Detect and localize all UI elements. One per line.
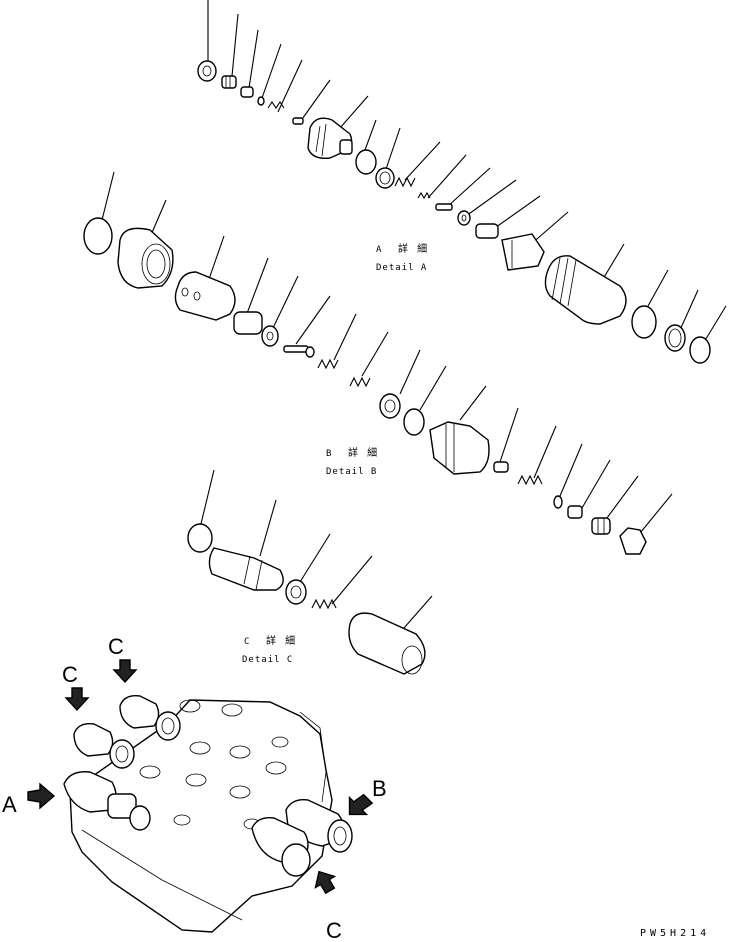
detail-a-leader-lines [99, 0, 727, 345]
detail-a-pin [292, 117, 304, 125]
callout-label-c2: C [62, 662, 78, 687]
detail-a-jp-caption: 詳 細 [398, 242, 430, 255]
detail-c-cap [348, 612, 426, 675]
detail-b-screw [591, 517, 611, 535]
detail-b-label: B 詳 細 Detail B [326, 446, 380, 477]
detail-b-valve-body [429, 421, 490, 475]
callout-arrow-c2 [64, 687, 90, 712]
detail-a-needle [435, 203, 453, 211]
detail-a-o-ring-1 [355, 149, 377, 175]
detail-a-letter: A [376, 245, 382, 255]
drawing-code: PW5H214 [640, 928, 710, 939]
detail-c-spring [311, 598, 337, 610]
detail-b-spring-2 [349, 376, 371, 388]
callout-arrow-a [27, 782, 56, 810]
detail-a-small-spring [267, 101, 285, 109]
control-valve-block [63, 695, 353, 933]
detail-c-label: C 詳 細 Detail C [242, 634, 298, 665]
detail-b-spring-1 [317, 358, 339, 370]
detail-a-assembly [83, 0, 727, 364]
detail-b-pin [283, 345, 315, 358]
callout-label-c3: C [326, 918, 342, 942]
detail-c-jp-caption: 詳 細 [266, 634, 298, 647]
callout-arrow-c3 [314, 870, 337, 895]
detail-b-nut [619, 527, 647, 555]
detail-b-o-ring [403, 408, 425, 436]
detail-b-letter: B [326, 449, 332, 459]
detail-c-leader-lines [199, 469, 433, 629]
detail-a-poppet [501, 233, 545, 271]
detail-b-plug [567, 505, 583, 519]
detail-c-en-caption: Detail C [242, 655, 293, 665]
detail-b-backup-ring [379, 393, 401, 419]
detail-a-o-ring-3 [689, 336, 711, 364]
installed-valve-c3 [251, 817, 311, 877]
detail-c-backup-ring [285, 579, 307, 605]
detail-a-en-caption: Detail A [376, 263, 427, 273]
callout-arrow-b [348, 793, 374, 816]
detail-b-leader-lines [333, 313, 673, 539]
detail-b-en-caption: Detail B [326, 467, 377, 477]
installed-valve-a [63, 771, 151, 831]
detail-a-label: A 詳 細 Detail A [376, 242, 430, 273]
callout-label-b: B [372, 776, 387, 801]
detail-a-nut [197, 60, 217, 82]
detail-b-check-pin [493, 461, 509, 473]
detail-c-letter: C [244, 637, 250, 647]
detail-b-assembly [283, 313, 673, 555]
detail-b-jp-caption: 詳 細 [348, 446, 380, 459]
callout-arrow-c1 [112, 659, 138, 684]
detail-c-spool [208, 547, 284, 591]
detail-a-backup-ring-2 [664, 324, 686, 352]
detail-a-screw [221, 75, 237, 89]
installed-valve-c2 [73, 723, 135, 769]
detail-c-assembly [187, 469, 433, 675]
detail-a-spool-housing [174, 271, 236, 321]
detail-a-retainer [261, 325, 279, 347]
detail-a-o-ring-2 [631, 305, 657, 339]
detail-a-spring-2 [417, 191, 431, 200]
detail-b-spring-3 [517, 474, 543, 486]
installed-valve-c1 [119, 695, 181, 741]
detail-b-small-ring [553, 495, 563, 509]
callout-label-c1: C [108, 634, 124, 659]
detail-a-housing-nut [117, 227, 174, 289]
detail-a-small-ring [257, 96, 265, 106]
detail-a-o-ring-left [83, 217, 113, 255]
callout-label-a: A [2, 792, 17, 817]
detail-c-o-ring [187, 523, 213, 553]
detail-a-seat [475, 223, 499, 239]
detail-a-spring [394, 176, 416, 188]
detail-a-collar [233, 311, 263, 335]
detail-a-plug [240, 86, 254, 98]
detail-a-backup-ring [375, 167, 395, 189]
detail-a-valve-body [307, 117, 353, 159]
detail-a-sleeve [544, 255, 627, 325]
detail-a-washer [457, 210, 471, 226]
